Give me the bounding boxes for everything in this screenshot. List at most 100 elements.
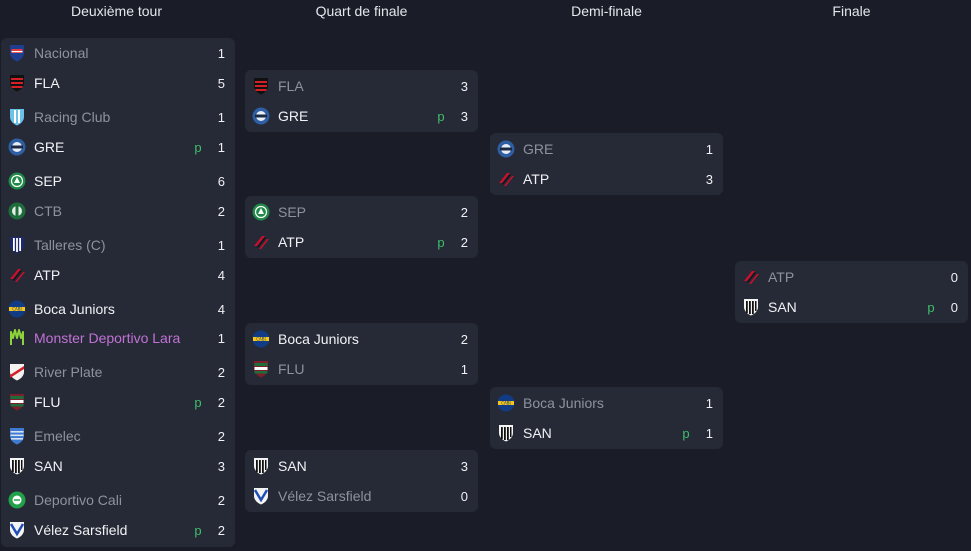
team-score: 3	[460, 78, 468, 94]
team-name[interactable]: River Plate	[34, 364, 103, 380]
team-score: 4	[217, 301, 225, 317]
velez-crest-icon	[251, 486, 271, 506]
team-name[interactable]: SAN	[34, 458, 63, 474]
team-score: 2	[460, 234, 468, 250]
team-row-home[interactable]: River Plate 2	[1, 357, 235, 387]
team-name[interactable]: FLU	[278, 361, 305, 377]
emelec-crest-icon	[7, 426, 27, 446]
team-name[interactable]: SAN	[278, 458, 307, 474]
team-row-home[interactable]: Deportivo Cali 2	[1, 485, 235, 515]
team-row-home[interactable]: Talleres (C)1	[1, 230, 235, 260]
team-name[interactable]: SEP	[278, 204, 307, 220]
team-score: 1	[460, 361, 468, 377]
team-name[interactable]: Nacional	[34, 45, 89, 61]
team-score: 3	[460, 108, 468, 124]
team-row-home[interactable]: Racing Club 1	[1, 102, 235, 132]
team-name[interactable]: Boca Juniors	[34, 301, 115, 317]
team-name[interactable]: Vélez Sarsfield	[34, 522, 128, 538]
team-score: 1	[217, 330, 225, 346]
team-score: 2	[217, 364, 225, 380]
river-plate-crest-icon	[7, 362, 27, 382]
team-name[interactable]: Talleres (C)	[34, 237, 106, 253]
team-name[interactable]: ATP	[523, 171, 550, 187]
team-score: 2	[217, 203, 225, 219]
team-row-away[interactable]: FLU 1	[245, 354, 478, 384]
round-title-deuxieme-tour: Deuxième tour	[70, 3, 163, 19]
team-name[interactable]: GRE	[278, 108, 309, 124]
team-name[interactable]: CTB	[34, 203, 62, 219]
team-name[interactable]: ATP	[34, 267, 61, 283]
team-score: 1	[217, 139, 225, 155]
team-row-home[interactable]: FLA 3	[245, 71, 478, 101]
team-row-away[interactable]: CTB 2	[1, 196, 235, 226]
palmeiras-crest-icon	[251, 202, 271, 222]
team-name[interactable]: Emelec	[34, 428, 81, 444]
fluminense-crest-icon	[251, 359, 271, 379]
penalty-indicator: p	[194, 394, 202, 410]
team-name[interactable]: FLU	[34, 394, 61, 410]
team-name[interactable]: SAN	[523, 425, 552, 441]
team-row-away[interactable]: Monster Deportivo Lara 1	[1, 323, 235, 353]
team-name[interactable]: GRE	[523, 141, 554, 157]
team-name[interactable]: Boca Juniors	[523, 395, 604, 411]
team-score: 2	[217, 492, 225, 508]
team-score: 1	[217, 109, 225, 125]
team-name[interactable]: Monster Deportivo Lara	[34, 330, 181, 346]
penalty-indicator: p	[194, 139, 202, 155]
team-row-away[interactable]: ATP 4	[1, 260, 235, 290]
team-row-away[interactable]: SAN 3	[1, 451, 235, 481]
team-score: 3	[217, 458, 225, 474]
nacional-crest-icon	[7, 43, 27, 63]
coritiba-crest-icon	[7, 201, 27, 221]
team-name[interactable]: ATP	[768, 269, 795, 285]
team-name[interactable]: Racing Club	[34, 109, 111, 125]
team-name[interactable]: SAN	[768, 299, 797, 315]
team-name[interactable]: GRE	[34, 139, 65, 155]
velez-crest-icon	[7, 520, 27, 540]
team-name[interactable]: FLA	[34, 75, 60, 91]
team-name[interactable]: Vélez Sarsfield	[278, 488, 372, 504]
team-name[interactable]: SEP	[34, 173, 63, 189]
team-name[interactable]: ATP	[278, 234, 305, 250]
santos-crest-icon	[251, 456, 271, 476]
team-name[interactable]: Boca Juniors	[278, 331, 359, 347]
team-score: 4	[217, 267, 225, 283]
team-name[interactable]: FLA	[278, 78, 304, 94]
team-name[interactable]: Deportivo Cali	[34, 492, 122, 508]
